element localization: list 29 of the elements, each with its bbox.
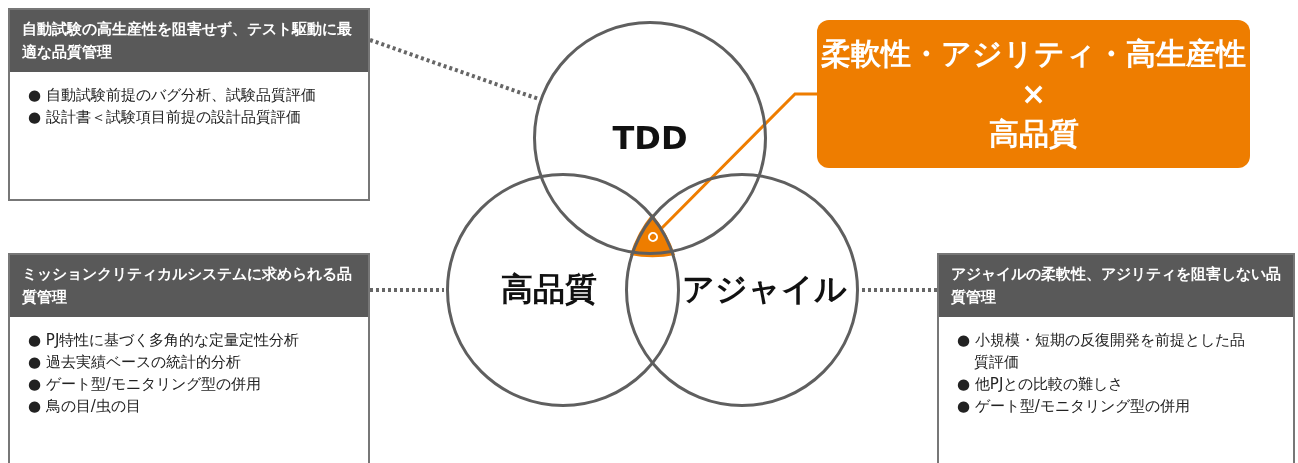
dotted-connector xyxy=(370,288,444,292)
info-card xyxy=(8,253,370,463)
bullet-item: ● 鳥の目/虫の目 xyxy=(28,396,142,417)
info-card xyxy=(8,8,370,201)
leader-line xyxy=(648,92,817,242)
highlight-text: × xyxy=(1019,75,1048,113)
dotted-connector xyxy=(369,38,539,101)
bullet-item: ● ゲート型/モニタリング型の併用 xyxy=(957,396,1191,417)
bullet-item: ● PJ特性に基づく多角的な定量定性分析 xyxy=(28,330,301,351)
circle-label: 高品質 xyxy=(501,269,597,310)
bullet-item: ● 自動試験前提のバグ分析、試験品質評価 xyxy=(28,85,317,106)
bullet-item: ● 他PJとの比較の難しさ xyxy=(957,374,1125,395)
card-heading: ミッションクリティカルシステムに求められる品質管理 xyxy=(10,255,368,317)
highlight-text: 高品質 xyxy=(987,115,1080,153)
dotted-connector xyxy=(861,288,937,292)
bullet-item: ● 過去実績ベースの統計的分析 xyxy=(28,352,242,373)
bullet-item: ● ゲート型/モニタリング型の併用 xyxy=(28,374,262,395)
venn-circle xyxy=(446,173,680,407)
card-heading: 自動試験の高生産性を阻害せず、テスト駆動に最適な品質管理 xyxy=(10,10,368,72)
highlight-box xyxy=(817,20,1250,168)
bullet-item: ● 設計書＜試験項目前提の設計品質評価 xyxy=(28,107,302,128)
venn-circle xyxy=(533,21,767,255)
info-card xyxy=(937,253,1295,463)
venn-circle xyxy=(625,173,859,407)
circle-label: アジャイル xyxy=(681,269,847,310)
highlight-text: 柔軟性・アジリティ・高生産性 xyxy=(820,35,1247,73)
card-heading: アジャイルの柔軟性、アジリティを阻害しない品質管理 xyxy=(939,255,1293,317)
circle-label: TDD xyxy=(612,119,688,157)
bullet-item: ● 小規模・短期の反復開発を前提とした品質評価 xyxy=(957,330,1246,373)
